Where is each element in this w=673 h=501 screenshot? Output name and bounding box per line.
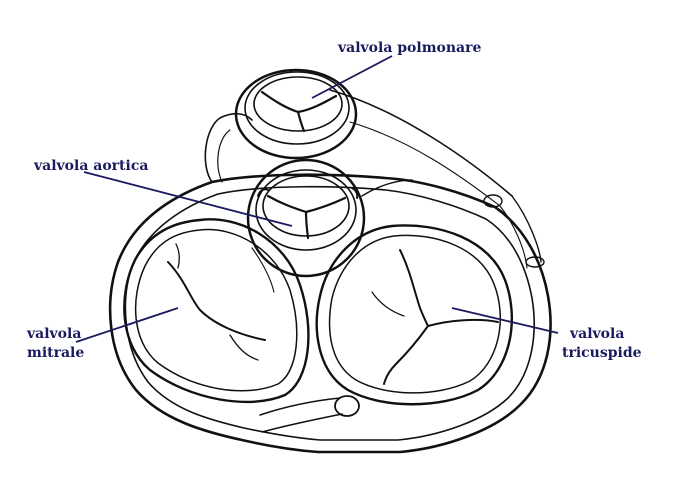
pulmonary-cusp-line-bottom [296, 110, 306, 133]
tricuspid-annulus-outer [315, 224, 513, 406]
mitral-leaflet-fold-a [175, 243, 180, 269]
labels: valvola polmonare valvola aortica valvol… [26, 40, 642, 361]
outer-fibrous-ring [108, 173, 552, 454]
tricuspid-commissure-upper [399, 249, 429, 327]
aortic-coronary-ostium-left [257, 188, 269, 197]
coronary-vessel-opening [334, 395, 360, 417]
tricuspid-commissure-lower [383, 325, 429, 385]
mitral-annulus-inner [134, 228, 298, 392]
pulmonary-valve-outer [234, 68, 358, 160]
tricuspid-leaflet-fold [371, 291, 405, 317]
pulmonary-valve-inner [253, 76, 343, 132]
pulmonary-valve-wall [244, 71, 350, 145]
aortic-coronary-ostium-right [351, 187, 359, 199]
pulmonary-leader-line [311, 55, 393, 99]
mitral-commissure [167, 261, 266, 341]
mitral-valve-label-line2: mitrale [27, 345, 84, 361]
pulmonary-band-inner [349, 121, 501, 207]
aortic-valve-wall [255, 169, 357, 251]
coronary-vessel [259, 397, 341, 416]
leader-lines [75, 55, 559, 343]
tricuspid-valve-label-line1: valvola [569, 326, 624, 342]
pulmonary-band [329, 89, 513, 197]
tricuspid-leader-line [451, 307, 559, 334]
aortic-valve-inner [262, 175, 350, 237]
tricuspid-commissure-right [427, 318, 499, 327]
aortic-valve-label: valvola aortica [33, 158, 148, 174]
tricuspid-valve-label-line2: tricuspide [562, 345, 642, 361]
aortic-leader-line [83, 171, 293, 227]
pulmonary-valve-label: valvola polmonare [337, 40, 481, 56]
great-vessel-band [204, 112, 253, 183]
great-vessel-band-inner [217, 129, 231, 183]
mitral-leader-line [75, 307, 179, 343]
aortic-cusp-line-bottom [304, 210, 310, 240]
mitral-leaflet-fold-b [229, 334, 259, 361]
mitral-leaflet-fold-c [251, 247, 275, 293]
coronary-vessel-lower [261, 413, 343, 433]
aortic-valve-outer [246, 158, 366, 278]
aortic-cusp-line-right [304, 196, 347, 214]
tricuspid-annulus-inner [328, 234, 501, 394]
mitral-annulus-outer [123, 218, 310, 404]
aortic-pulmonary-connector [361, 179, 413, 197]
heart-illustration [108, 68, 552, 454]
pulmonary-cusp-line-right [296, 94, 338, 114]
aortic-cusp-line-left [266, 194, 308, 214]
pulmonary-cusp-line-left [260, 90, 300, 114]
mitral-valve-label-line1: valvola [26, 326, 81, 342]
